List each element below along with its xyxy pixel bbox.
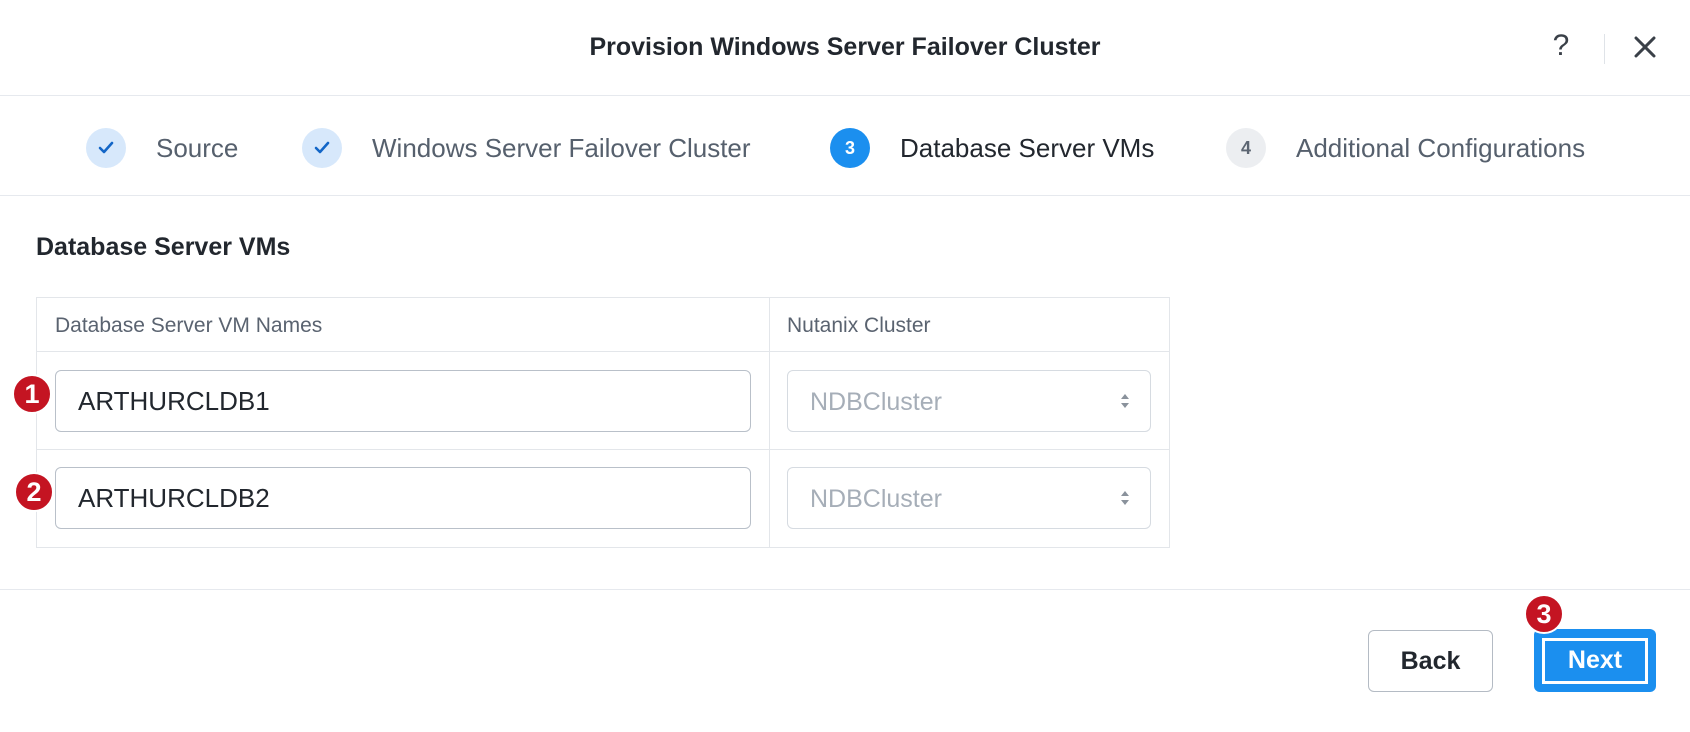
step-label: Additional Configurations	[1296, 132, 1586, 163]
selected-cluster: NDBCluster	[810, 388, 942, 416]
step-database-server-vms[interactable]: 3 Database Server VMs	[830, 128, 1154, 168]
step-source[interactable]: Source	[86, 128, 238, 168]
step-complete-indicator	[86, 128, 126, 168]
vm-name-input-1[interactable]	[55, 370, 751, 432]
dialog-title: Provision Windows Server Failover Cluste…	[589, 33, 1101, 61]
callout-badge-3: 3	[1524, 594, 1564, 634]
callout-badge-2: 2	[14, 472, 54, 512]
sort-caret-icon	[1121, 491, 1129, 505]
step-label: Windows Server Failover Cluster	[372, 132, 751, 163]
step-windows-server-failover-cluster[interactable]: Windows Server Failover Cluster	[302, 128, 751, 168]
step-additional-configurations[interactable]: 4 Additional Configurations	[1226, 128, 1585, 168]
column-header-vm-names: Database Server VM Names	[55, 314, 323, 337]
step-number-badge: 4	[1226, 128, 1266, 168]
footer-divider	[0, 589, 1690, 590]
step-label: Source	[156, 132, 239, 163]
column-header-nutanix-cluster: Nutanix Cluster	[787, 314, 931, 337]
wizard-stepper: Source Windows Server Failover Cluster 3…	[0, 96, 1690, 196]
section-title: Database Server VMs	[36, 233, 291, 261]
vm-name-input-2[interactable]	[55, 467, 751, 529]
step-complete-indicator	[302, 128, 342, 168]
nutanix-cluster-select-1[interactable]: NDBCluster	[787, 370, 1151, 432]
column-divider	[769, 298, 770, 547]
dialog-header: Provision Windows Server Failover Cluste…	[0, 0, 1690, 96]
row-divider	[37, 449, 1169, 450]
header-divider	[1604, 34, 1605, 64]
sort-caret-icon	[1121, 394, 1129, 408]
next-button[interactable]: Next	[1534, 629, 1656, 692]
help-button[interactable]: ?	[1552, 29, 1570, 62]
selected-cluster: NDBCluster	[810, 485, 942, 513]
checkmark-icon	[98, 141, 114, 154]
table-header: Database Server VM Names Nutanix Cluster	[37, 298, 1169, 352]
callout-badge-1: 1	[12, 374, 52, 414]
next-button-label: Next	[1542, 637, 1648, 684]
vm-table: Database Server VM Names Nutanix Cluster…	[36, 297, 1170, 548]
step-number-badge: 3	[830, 128, 870, 168]
close-button[interactable]	[1628, 30, 1662, 64]
close-icon	[1634, 36, 1656, 58]
checkmark-icon	[314, 141, 330, 154]
step-label: Database Server VMs	[900, 132, 1155, 163]
back-button[interactable]: Back	[1368, 630, 1493, 692]
nutanix-cluster-select-2[interactable]: NDBCluster	[787, 467, 1151, 529]
